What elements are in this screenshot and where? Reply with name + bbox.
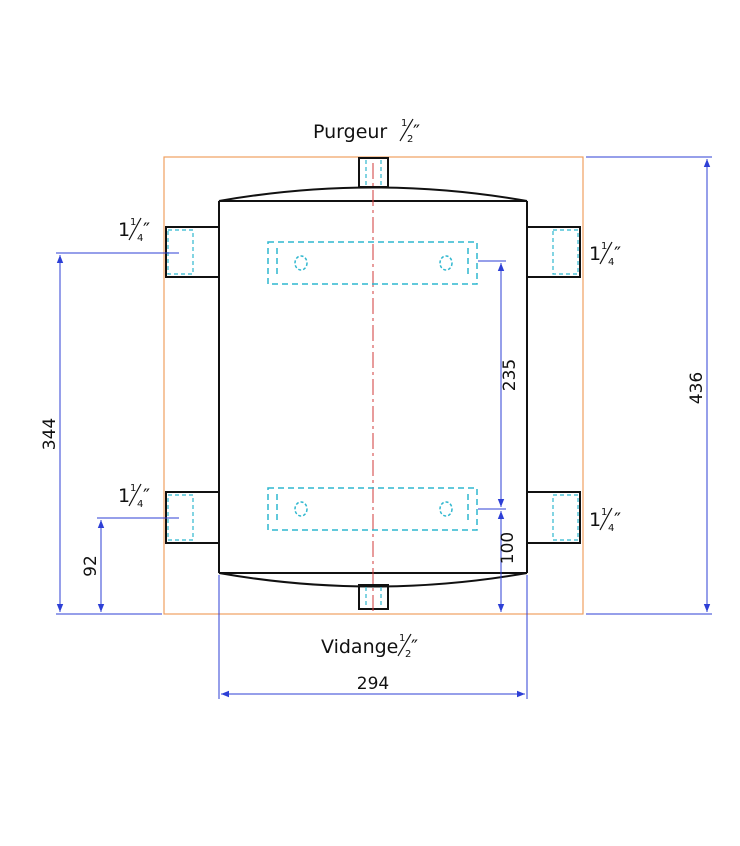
- dim-bracket-height-value: 100: [498, 532, 518, 564]
- size-label-bottom-left: 1 1 4 ″: [118, 483, 150, 510]
- size-label-bottom-right: 1 1 4 ″: [589, 507, 621, 534]
- svg-text:4: 4: [608, 523, 614, 534]
- svg-text:2: 2: [405, 649, 411, 660]
- svg-text:1: 1: [589, 243, 601, 265]
- svg-text:1: 1: [589, 509, 601, 531]
- dim-left-height: [56, 252, 179, 615]
- svg-text:″: ″: [614, 243, 621, 265]
- dim-overall-height-value: 436: [687, 372, 707, 404]
- svg-text:2: 2: [407, 134, 413, 145]
- svg-text:″: ″: [143, 219, 150, 241]
- bottom-fitting-size: 1 2 ″: [397, 633, 418, 660]
- side-pipe-top-right: [527, 226, 581, 278]
- svg-text:″: ″: [413, 121, 420, 143]
- svg-text:″: ″: [143, 485, 150, 507]
- svg-text:1: 1: [130, 217, 136, 228]
- side-pipe-bottom-right: [527, 491, 581, 544]
- svg-text:4: 4: [608, 257, 614, 268]
- top-fitting-label: Purgeur: [313, 121, 387, 143]
- size-label-top-right: 1 1 4 ″: [589, 241, 621, 268]
- bottom-fitting-label: Vidange: [321, 636, 398, 658]
- dim-bracket-spacing-value: 235: [500, 359, 520, 391]
- svg-text:4: 4: [137, 499, 143, 510]
- dim-bracket-spacing: [478, 260, 506, 510]
- svg-text:1: 1: [118, 485, 130, 507]
- svg-text:4: 4: [137, 233, 143, 244]
- mounting-bracket-upper: [267, 241, 478, 285]
- dim-body-width-value: 294: [357, 674, 389, 694]
- svg-text:1: 1: [601, 507, 607, 518]
- svg-text:″: ″: [614, 509, 621, 531]
- tank-body: [218, 186, 528, 588]
- mounting-bracket-lower: [267, 487, 478, 531]
- svg-text:1: 1: [601, 241, 607, 252]
- svg-text:1: 1: [399, 633, 405, 644]
- size-label-top-left: 1 1 4 ″: [118, 217, 150, 244]
- svg-text:1: 1: [401, 118, 407, 129]
- svg-text:1: 1: [130, 483, 136, 494]
- dim-body-width: [218, 575, 528, 699]
- dim-lower-pipe-height: [97, 517, 179, 612]
- top-fitting: [358, 157, 389, 188]
- dim-left-height-value: 344: [40, 418, 60, 450]
- top-fitting-size: 1 2 ″: [399, 118, 420, 145]
- svg-text:1: 1: [118, 219, 130, 241]
- dim-overall-height: [586, 156, 712, 615]
- svg-text:″: ″: [411, 636, 418, 658]
- side-pipe-top-left: [165, 226, 219, 278]
- dim-lower-pipe-height-value: 92: [81, 555, 101, 577]
